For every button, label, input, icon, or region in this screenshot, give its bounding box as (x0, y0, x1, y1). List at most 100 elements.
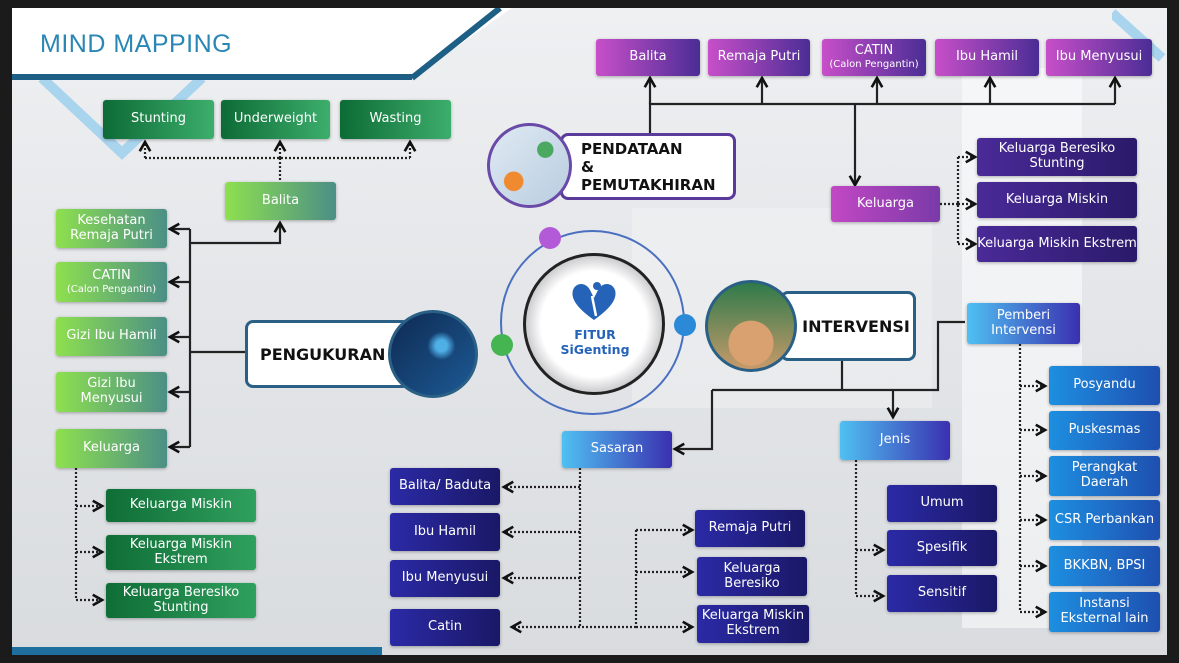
page-title: MIND MAPPING (40, 30, 233, 58)
pengukuran-balita: Balita (225, 182, 336, 220)
box-label: Umum (920, 495, 964, 511)
sasaran-item: Catin (390, 609, 500, 646)
pemberi-item: CSR Perbankan (1049, 500, 1160, 540)
box-label: Perangkat Daerah (1071, 460, 1138, 490)
intervensi-label: INTERVENSI (780, 291, 916, 361)
jenis-item: Sensitif (887, 575, 997, 612)
keluarga-item: Keluarga Beresiko Stunting (106, 583, 256, 618)
box-label: Sasaran (590, 441, 644, 457)
box-label: Puskesmas (1068, 422, 1141, 438)
box-label: Keluarga Beresiko (723, 560, 781, 591)
sigenting-logo-icon (572, 282, 616, 320)
box-label: BKKBN, BPSI (1063, 557, 1146, 573)
center-title-line: SiGenting (560, 342, 630, 357)
sasaran-item: Balita/ Baduta (390, 468, 500, 505)
pemberi-item: Posyandu (1049, 366, 1160, 405)
box-label: Remaja Putri (717, 49, 801, 65)
header-diagonal (410, 8, 502, 81)
balita-item-stunting: Stunting (103, 100, 214, 139)
sasaran-item: Keluarga Beresiko (697, 557, 807, 596)
pendataan-keluarga: Keluarga (831, 186, 940, 222)
keluarga-item: Keluarga Miskin (977, 182, 1137, 218)
box-label: Balita/ Baduta (398, 478, 492, 494)
orbit-dot-green (491, 334, 513, 356)
box-label: Balita (261, 192, 300, 208)
box-label: Stunting (130, 111, 187, 127)
decorative-chevron (1112, 9, 1166, 62)
orbit-dot-purple (539, 227, 561, 249)
pemberi-item: BKKBN, BPSI (1049, 546, 1160, 586)
box-label: Instansi Eksternal lain (1060, 596, 1149, 626)
label-line: PENDATAAN (581, 139, 683, 158)
pendataan-target-ibu-hamil: Ibu Hamil (935, 39, 1039, 76)
pengukuran-item: Gizi Ibu Menyusui (56, 372, 167, 412)
pemberi-item: Puskesmas (1049, 411, 1160, 450)
center-circle (523, 253, 665, 395)
box-label: Underweight (233, 111, 318, 127)
pendataan-target-catin: CATIN(Calon Pengantin) (822, 39, 926, 76)
box-label: Keluarga Miskin Ekstrem (701, 608, 805, 638)
box-label: Keluarga Beresiko Stunting (122, 584, 240, 615)
footer-bar (12, 647, 382, 655)
box-label: CATIN (92, 267, 131, 283)
pendataan-target-remaja-putri: Remaja Putri (708, 39, 810, 76)
pendataan-target-balita: Balita (596, 39, 700, 76)
box-label: Keluarga Miskin Ekstrem (129, 536, 233, 567)
box-label: Ibu Menyusui (401, 570, 489, 586)
keluarga-item: Keluarga Miskin (106, 489, 256, 522)
orbit-dot-blue (674, 314, 696, 336)
box-label: Keluarga (82, 440, 141, 456)
pengukuran-item: Gizi Ibu Hamil (56, 317, 167, 356)
pengukuran-item: Kesehatan Remaja Putri (56, 209, 167, 248)
sasaran-item: Ibu Menyusui (390, 560, 500, 597)
box-label: Gizi Ibu Menyusui (80, 376, 143, 406)
sasaran-item: Ibu Hamil (390, 513, 500, 551)
pendataan-target-ibu-menyusui: Ibu Menyusui (1046, 39, 1152, 76)
box-label: Keluarga Beresiko Stunting (998, 141, 1116, 171)
box-label: Keluarga (856, 195, 915, 211)
pengukuran-photo (388, 310, 478, 398)
box-label: Posyandu (1073, 377, 1136, 393)
header-underline (12, 74, 412, 80)
sasaran-item: Keluarga Miskin Ekstrem (697, 605, 809, 643)
box-sublabel: (Calon Pengantin) (66, 283, 157, 295)
pendataan-photo (487, 123, 572, 208)
jenis-item: Spesifik (887, 530, 997, 566)
box-label: CSR Perbankan (1054, 511, 1155, 527)
box-label: Jenis (879, 432, 911, 448)
box-label: Keluarga Miskin Ekstrem (977, 235, 1137, 251)
box-label: Keluarga Miskin (129, 497, 233, 513)
sasaran-item: Remaja Putri (695, 510, 805, 547)
intervensi-photo (705, 280, 797, 372)
center-title-line: FITUR (574, 327, 616, 342)
pengukuran-label: PENGUKURAN (245, 320, 410, 388)
sasaran-box: Sasaran (562, 431, 672, 468)
pemberi-item: Perangkat Daerah (1049, 456, 1160, 496)
box-label: Pemberi Intervensi (991, 307, 1056, 338)
balita-item-underweight: Underweight (221, 100, 330, 139)
box-label: Ibu Hamil (413, 523, 477, 539)
box-label: Sensitif (917, 585, 967, 601)
keluarga-item: Keluarga Miskin Ekstrem (977, 226, 1137, 262)
jenis-item: Umum (887, 485, 997, 522)
box-label: Catin (428, 619, 462, 635)
pendataan-label: PENDATAAN& PEMUTAKHIRAN (560, 133, 736, 200)
box-label: Kesehatan Remaja Putri (70, 212, 153, 243)
box-label: Keluarga Miskin (1005, 191, 1109, 207)
label-text: PENGUKURAN (260, 344, 386, 364)
keluarga-item: Keluarga Miskin Ekstrem (106, 535, 256, 570)
box-label: Gizi Ibu Hamil (66, 328, 157, 344)
box-label: Ibu Menyusui (1055, 49, 1143, 65)
pengukuran-item: Keluarga (56, 429, 167, 468)
pemberi-item: Instansi Eksternal lain (1049, 592, 1160, 632)
box-sublabel: (Calon Pengantin) (829, 59, 919, 71)
box-label: Remaja Putri (708, 520, 792, 536)
keluarga-item: Keluarga Beresiko Stunting (977, 138, 1137, 176)
label-text: INTERVENSI (802, 316, 910, 336)
box-label: Spesifik (916, 539, 968, 555)
balita-item-wasting: Wasting (340, 100, 451, 139)
label-line: & PEMUTAKHIRAN (581, 157, 716, 194)
pemberi-intervensi: Pemberi Intervensi (967, 303, 1080, 344)
